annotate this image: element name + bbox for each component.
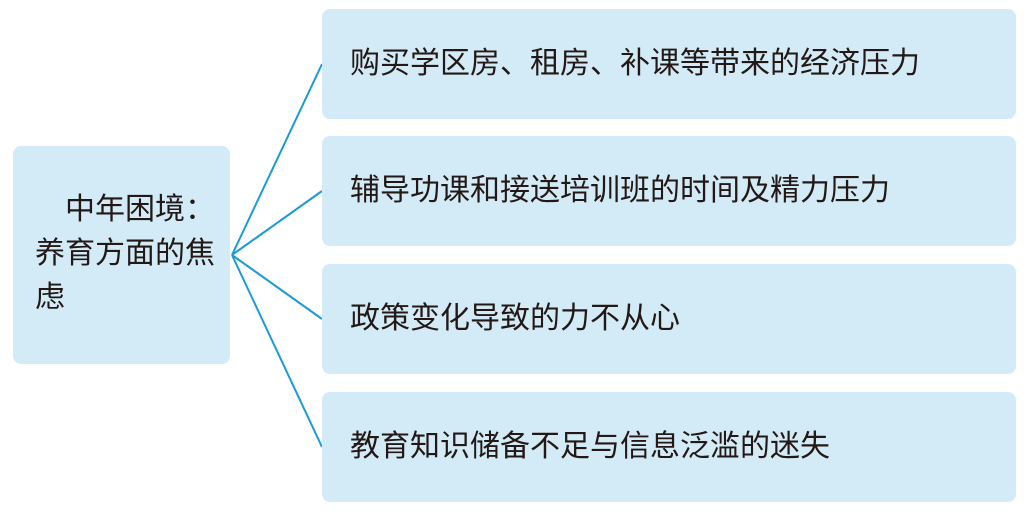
connector-line-3 bbox=[231, 254, 323, 320]
branch-node-policy-change: 政策变化导致的力不从心 bbox=[322, 264, 1016, 374]
branch-node-information-overload: 教育知识储备不足与信息泛滥的迷失 bbox=[322, 392, 1016, 502]
branch-node-label: 政策变化导致的力不从心 bbox=[350, 301, 680, 336]
branch-node-economic-pressure: 购买学区房、租房、补课等带来的经济压力 bbox=[322, 9, 1016, 119]
branch-node-time-energy-pressure: 辅导功课和接送培训班的时间及精力压力 bbox=[322, 136, 1016, 246]
branch-node-label: 辅导功课和接送培训班的时间及精力压力 bbox=[350, 173, 890, 208]
branch-node-label: 购买学区房、租房、补课等带来的经济压力 bbox=[350, 46, 920, 81]
connector-line-1 bbox=[231, 63, 323, 256]
branch-node-label: 教育知识储备不足与信息泛滥的迷失 bbox=[350, 429, 830, 464]
root-node-label: 中年困境：养育方面的焦虑 bbox=[35, 192, 215, 315]
root-node: 中年困境：养育方面的焦虑 bbox=[13, 146, 230, 364]
connector-line-2 bbox=[231, 190, 323, 256]
connector-line-4 bbox=[231, 254, 323, 448]
